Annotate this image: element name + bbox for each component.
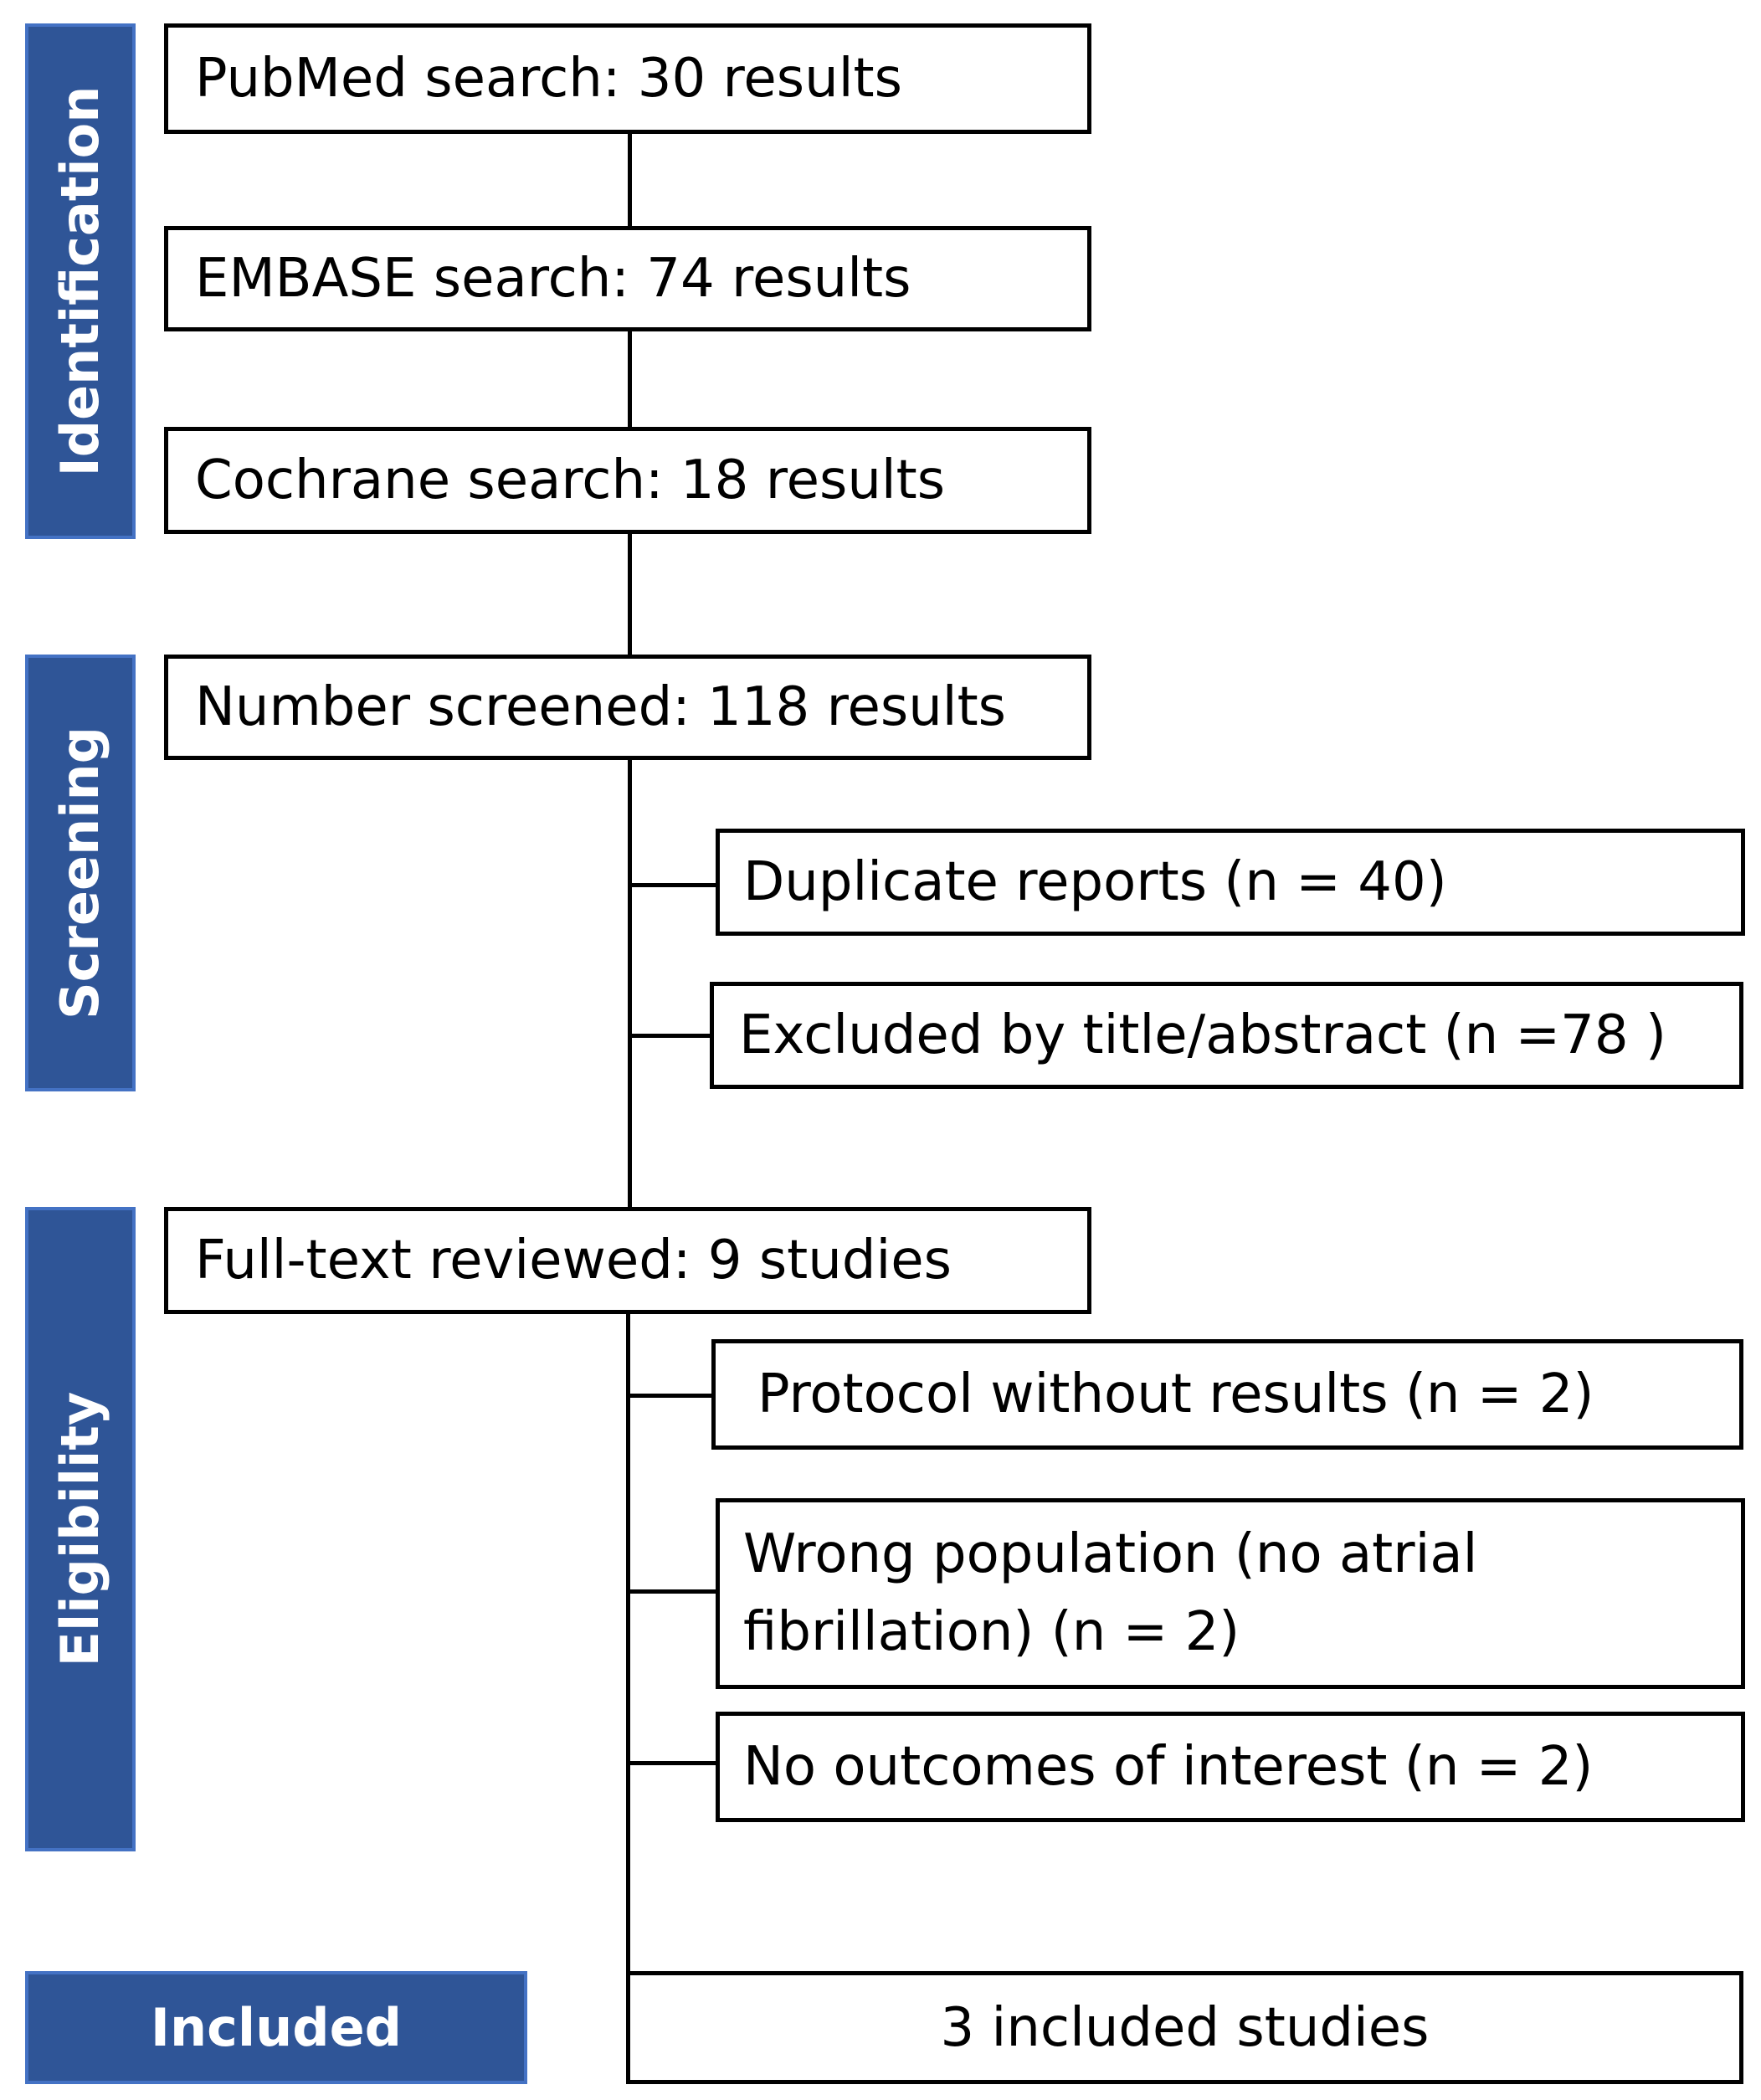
box-excluded-title-abstract-text: Excluded by title/abstract (n =78 ) bbox=[739, 1004, 1666, 1066]
box-full-text-reviewed: Full-text reviewed: 9 studies bbox=[164, 1207, 1091, 1314]
box-pubmed-search-text: PubMed search: 30 results bbox=[195, 48, 902, 110]
box-cochrane-search: Cochrane search: 18 results bbox=[164, 427, 1091, 534]
box-cochrane-search-text: Cochrane search: 18 results bbox=[195, 449, 946, 511]
box-number-screened: Number screened: 118 results bbox=[164, 655, 1091, 760]
box-number-screened-text: Number screened: 118 results bbox=[195, 676, 1006, 738]
box-duplicate-reports-text: Duplicate reports (n = 40) bbox=[743, 851, 1447, 913]
phase-identification-label: Identification bbox=[49, 85, 110, 477]
phase-included: Included bbox=[25, 1971, 527, 2084]
box-no-outcomes-of-interest-text: No outcomes of interest (n = 2) bbox=[743, 1736, 1594, 1798]
phase-included-label: Included bbox=[150, 1997, 403, 2058]
box-duplicate-reports: Duplicate reports (n = 40) bbox=[716, 829, 1745, 936]
connector-no-outcomes bbox=[628, 1761, 717, 1765]
box-pubmed-search: PubMed search: 30 results bbox=[164, 23, 1091, 134]
box-wrong-population-text: Wrong population (no atrial fibrillation… bbox=[743, 1523, 1478, 1663]
box-wrong-population: Wrong population (no atrial fibrillation… bbox=[716, 1498, 1745, 1689]
box-full-text-reviewed-text: Full-text reviewed: 9 studies bbox=[195, 1230, 952, 1291]
connector-protocol bbox=[628, 1394, 713, 1398]
phase-screening: Screening bbox=[25, 655, 136, 1091]
connector-wrong-population bbox=[628, 1589, 717, 1594]
box-embase-search-text: EMBASE search: 74 results bbox=[195, 248, 911, 310]
phase-eligibility-label: Eligibility bbox=[49, 1391, 110, 1667]
box-included-studies-text: 3 included studies bbox=[940, 1996, 1430, 2059]
phase-screening-label: Screening bbox=[49, 727, 110, 1019]
box-protocol-without-results: Protocol without results (n = 2) bbox=[711, 1339, 1743, 1450]
connector-duplicates bbox=[629, 883, 717, 887]
connector-main-bottom bbox=[626, 1314, 630, 2080]
box-protocol-without-results-text: Protocol without results (n = 2) bbox=[757, 1363, 1594, 1425]
phase-eligibility: Eligibility bbox=[25, 1207, 136, 1851]
box-embase-search: EMBASE search: 74 results bbox=[164, 226, 1091, 331]
phase-identification: Identification bbox=[25, 23, 136, 539]
connector-excluded-title bbox=[629, 1034, 713, 1038]
box-included-studies: 3 included studies bbox=[626, 1971, 1743, 2084]
box-no-outcomes-of-interest: No outcomes of interest (n = 2) bbox=[716, 1712, 1745, 1822]
box-excluded-title-abstract: Excluded by title/abstract (n =78 ) bbox=[710, 982, 1743, 1089]
